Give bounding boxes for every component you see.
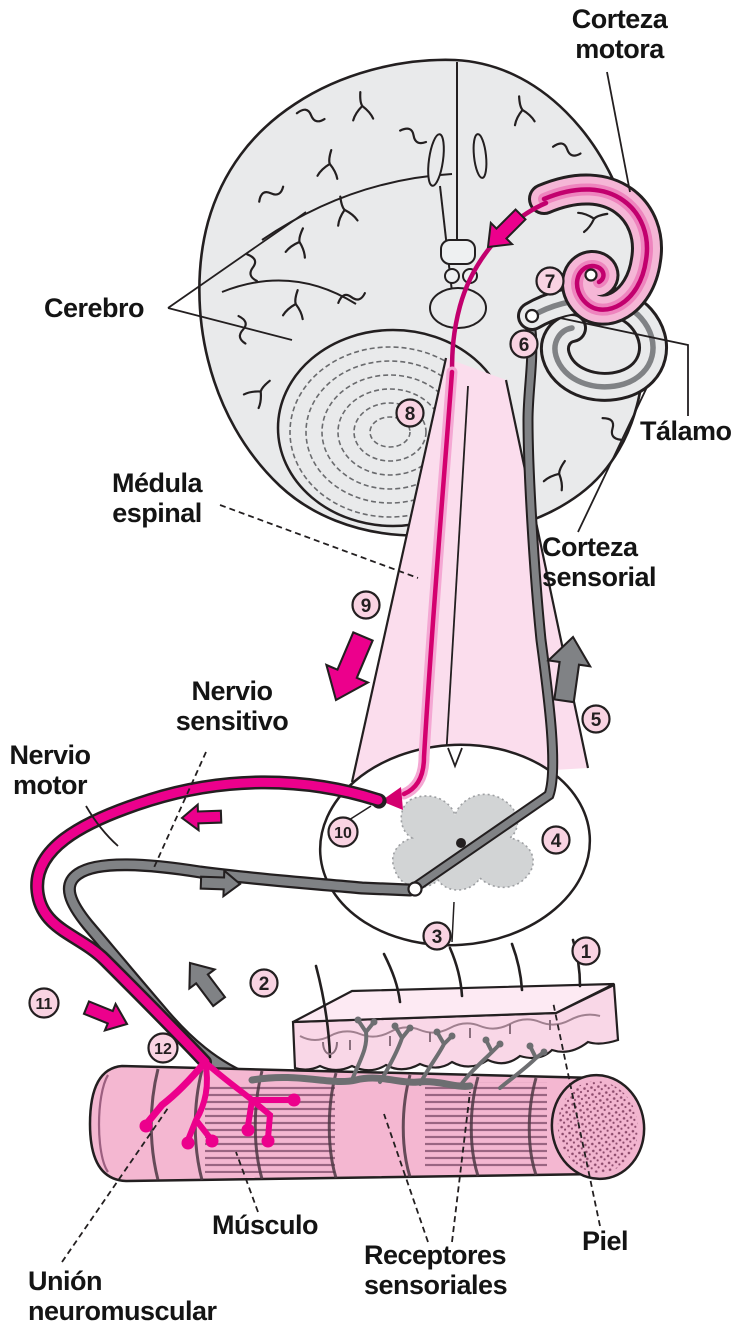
label-medula-espinal: Médula espinal — [111, 468, 203, 529]
label-union-neuromuscular: Unión neuromuscular — [28, 1266, 217, 1327]
tract-arrowhead — [381, 787, 403, 810]
step-badge-1: 1 — [571, 936, 601, 966]
label-cerebro: Cerebro — [44, 293, 145, 323]
skin-top-face — [292, 982, 615, 1024]
central-canal-dot — [456, 838, 466, 848]
label-nervio-motor: Nervio motor — [9, 740, 91, 801]
skin-pores — [349, 1020, 551, 1050]
svg-text:8: 8 — [405, 404, 416, 425]
label-nervio-sensitivo: Nervio sensitivo — [175, 676, 289, 737]
svg-text:4: 4 — [551, 831, 562, 852]
svg-text:5: 5 — [591, 710, 602, 731]
dermis-wavy-line — [299, 1013, 601, 1041]
svg-text:12: 12 — [154, 1041, 172, 1058]
frontal-boundary-arc — [261, 173, 453, 241]
step-badge-2: 2 — [249, 968, 279, 998]
motor-left-arrow-icon — [180, 802, 223, 832]
svg-text:2: 2 — [259, 974, 270, 995]
olfactory-bulbs — [427, 133, 488, 293]
svg-text:10: 10 — [334, 825, 352, 842]
skin-block — [291, 938, 620, 1072]
label-corteza-sensorial: Corteza sensorial — [542, 532, 657, 593]
label-corteza-motora: Corteza motora — [571, 4, 668, 65]
step-badge-7: 7 — [535, 266, 565, 296]
svg-text:9: 9 — [361, 596, 372, 617]
svg-text:3: 3 — [432, 927, 443, 948]
label-receptores-sensoriales: Receptores sensoriales — [364, 1240, 508, 1301]
muscle — [88, 1064, 646, 1183]
step-badge-6: 6 — [509, 329, 539, 359]
motor-cortex-soma-dot — [584, 268, 598, 282]
svg-text:7: 7 — [545, 272, 556, 293]
step-badge-8: 8 — [395, 398, 425, 428]
neuromuscular-junction-tree — [139, 1058, 301, 1150]
motor-pathway — [30, 200, 549, 1069]
motor-cortex-inset — [528, 173, 663, 326]
svg-text:11: 11 — [36, 996, 53, 1013]
thalamus-synapse-dot — [524, 308, 540, 324]
step-badge-4: 4 — [541, 825, 571, 855]
receptor-knobs — [354, 1016, 548, 1056]
spinal-tract-funnel — [350, 357, 590, 783]
step-badge-11: 11 — [28, 987, 60, 1019]
label-musculo: Músculo — [212, 1210, 319, 1240]
sensory-receptor-tree — [248, 1016, 548, 1090]
junction-dots — [139, 1093, 301, 1150]
temporal-arc — [221, 279, 357, 305]
muscle-striation-patch — [425, 1082, 547, 1170]
sensory-entry-dot — [407, 881, 423, 897]
svg-text:6: 6 — [519, 335, 530, 356]
step-badge-10: 10 — [327, 816, 359, 848]
cord-ventral-fissure — [451, 901, 455, 943]
step-badge-9: 9 — [351, 590, 381, 620]
step-badge-3: 3 — [422, 921, 452, 951]
sensory-up-arrow-icon — [176, 952, 233, 1013]
leader-lines — [61, 71, 689, 1263]
hair-follicle — [322, 1041, 338, 1055]
cord-top-notch — [447, 747, 463, 769]
motor-down-arrow-icon — [80, 993, 134, 1039]
skin-front-face — [291, 983, 620, 1072]
step-badges: 1 2 3 4 5 6 7 8 — [28, 266, 611, 1064]
label-piel: Piel — [582, 1226, 629, 1256]
svg-text:1: 1 — [581, 942, 592, 963]
step-badge-5: 5 — [581, 704, 611, 734]
step-badge-12: 12 — [147, 1032, 179, 1064]
label-talamo: Tálamo — [640, 416, 732, 446]
